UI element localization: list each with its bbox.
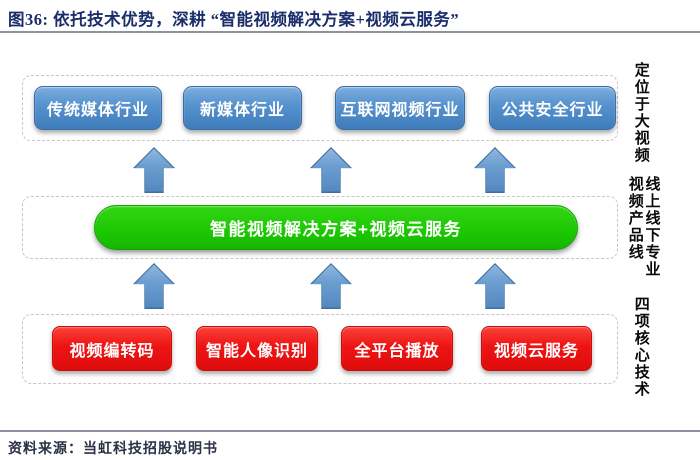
industry-box-traditional-media: 传统媒体行业 [34,86,162,130]
up-arrow-fill [311,264,351,308]
up-arrow-icon [310,263,352,309]
technologies-section [22,314,618,384]
side-label-big-video: 定位于大视频 [632,62,650,164]
side-label-product-line-right: 线上线下专业 [643,176,661,278]
tech-box-video-cloud: 视频云服务 [481,326,592,371]
title-divider [0,31,700,33]
up-arrow-icon [310,147,352,193]
industry-box-new-media: 新媒体行业 [183,86,302,130]
side-label-core-tech: 四项核心技术 [632,296,650,398]
source-note: 资料来源：当虹科技招股说明书 [8,442,218,457]
side-label-product-line: 视频产品线 线上线下专业 [626,176,661,278]
solution-pill: 智能视频解决方案+视频云服务 [94,205,578,250]
up-arrow-icon [474,147,516,193]
up-arrow-icon [133,147,175,193]
up-arrow-icon [474,263,516,309]
up-arrow-icon [133,263,175,309]
tech-box-video-transcoding: 视频编转码 [52,326,172,371]
tech-box-all-platform-play: 全平台播放 [341,326,453,371]
solution-section [22,196,618,259]
up-arrow-fill [475,264,515,308]
industry-box-internet-video: 互联网视频行业 [335,86,465,130]
tech-box-face-recognition: 智能人像识别 [196,326,318,371]
up-arrow-fill [475,148,515,192]
up-arrow-fill [311,148,351,192]
up-arrow-fill [134,264,174,308]
side-label-product-line-left: 视频产品线 [626,176,644,261]
up-arrow-fill [134,148,174,192]
source-divider [0,430,700,432]
industries-section [22,75,618,141]
industry-box-public-safety: 公共安全行业 [489,86,616,130]
figure-title: 图36: 依托技术优势，深耕 “智能视频解决方案+视频云服务” [8,10,460,29]
